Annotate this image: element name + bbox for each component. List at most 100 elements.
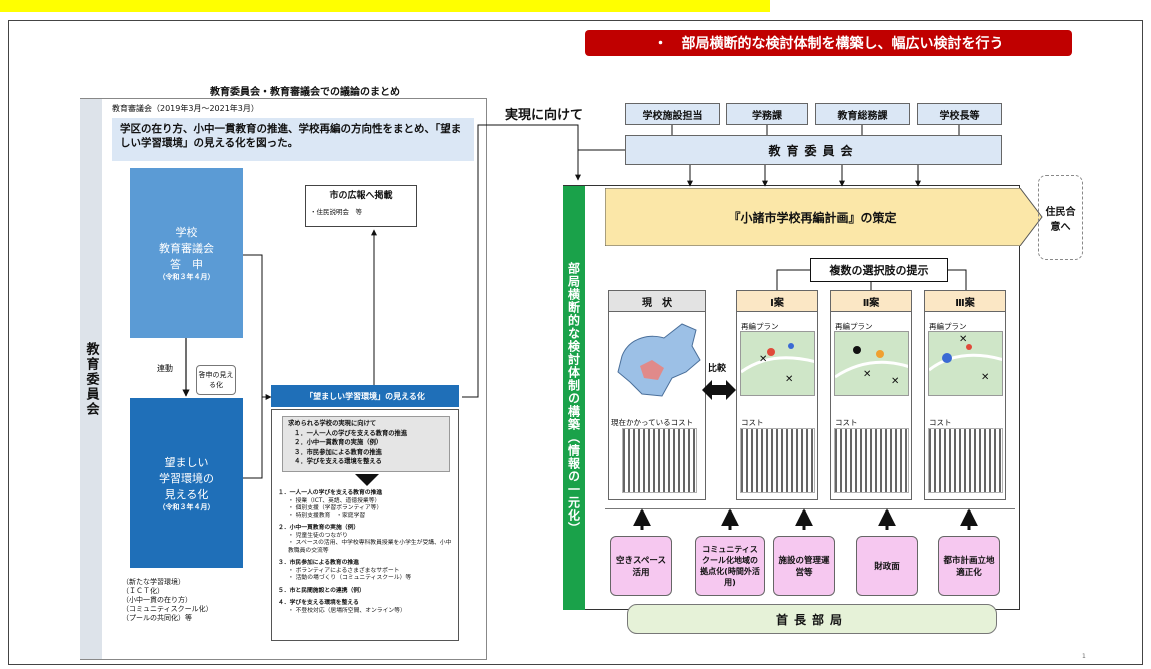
column-plan-2-label: Ⅱ案 <box>862 297 880 309</box>
red-header-banner: ・ 部局横断的な検討体制を構築し、幅広い検討を行う <box>585 30 1072 56</box>
detail-head: ４．学びを支える環境を整える <box>278 600 359 606</box>
bottom-note: （ＩＣＴ化） <box>122 587 164 595</box>
residents-box: 住民合意へ <box>1038 175 1083 260</box>
input-label: 都市計画立地適正化 <box>943 556 995 578</box>
down-triangle-icon <box>355 474 379 486</box>
compare-double-arrow-icon <box>702 380 736 400</box>
department-label: 学校施設担当 <box>642 110 703 122</box>
column-plan-3-label: Ⅲ案 <box>955 297 975 309</box>
report-line1: 学校 <box>175 226 198 239</box>
column-plan-1-label: Ⅰ案 <box>770 297 784 309</box>
department-label: 学務課 <box>752 110 782 122</box>
visual-panel-subtitle: 求められる学校の実現に向けて <box>288 420 377 427</box>
pr-box-item: ・住民説明会 等 <box>310 208 362 216</box>
detail-sub: ・ 不登校対応（居場所空間、オンライン等） <box>288 607 406 614</box>
detail-sub: ・ スペースの活用、中学校専科教員授業を小学生が受講、小中教職員の交流等 <box>288 540 452 554</box>
vision-box: 望ましい 学習環境の 見える化 （令和３年４月） <box>130 398 243 568</box>
plan-map-icon: ✕✕ <box>928 331 1003 396</box>
detail-sub: ・ 個別支援（学習ボランティア等） <box>288 505 383 511</box>
mayor-box: 首長部局 <box>627 604 997 634</box>
visual-panel-item: １．一人一人の学びを支える教育の推進 <box>294 429 408 437</box>
slide-frame <box>8 20 1143 665</box>
department-label: 教育総務課 <box>837 110 888 122</box>
plan-map-3-svg: ✕✕ <box>929 334 1002 383</box>
input-box: 財政面 <box>856 536 918 596</box>
page-number: 1 <box>1082 653 1086 660</box>
report-line2: 教育審議会 <box>159 242 214 255</box>
pr-box-title: 市の広報へ掲載 <box>329 191 393 201</box>
svg-text:✕: ✕ <box>959 334 967 345</box>
bottom-note: （新たな学習環境） <box>122 578 185 586</box>
visual-panel-body <box>271 409 459 641</box>
svg-text:✕: ✕ <box>759 354 767 365</box>
detail-sub: ・ ボランティアによるさまざまなサポート <box>288 567 400 574</box>
bottom-note: （小中一貫の在り方） <box>122 596 192 604</box>
green-vertical-bar: 部局横断的な検討体制の構築（情報の一元化） <box>563 186 585 610</box>
column-plan-3-header: Ⅲ案 <box>924 290 1006 312</box>
education-board-box: 教育委員会 <box>625 135 1002 165</box>
response-label: 答申の見える化 <box>198 371 234 389</box>
column-current-header: 現 状 <box>608 290 706 312</box>
bottom-notes: （新たな学習環境） （ＩＣＴ化） （小中一貫の在り方） （コミュニティスクール化… <box>122 578 213 623</box>
detail-head: ５．市と民間施設との連携（例） <box>278 587 365 594</box>
council-period: 教育審議会（2019年3月～2021年3月） <box>112 104 259 113</box>
toward-label: 実現に向けて <box>505 108 584 123</box>
vision-date: （令和３年４月） <box>158 503 215 511</box>
green-vertical-label: 部局横断的な検討体制の構築（情報の一元化） <box>566 261 581 535</box>
detail-head: １．一人一人の学びを支える教育の推進 <box>278 490 383 496</box>
input-label: 施設の管理運営等 <box>778 556 830 578</box>
left-title: 教育委員会・教育審議会での議論のまとめ <box>210 87 400 98</box>
svg-text:✕: ✕ <box>785 374 793 385</box>
response-label-box: 答申の見える化 <box>196 365 236 395</box>
cost-thumbnail <box>834 428 909 493</box>
detail-head: ３．市民参加による教育の推進 <box>278 560 359 566</box>
svg-text:✕: ✕ <box>863 369 871 380</box>
vision-line2: 学習環境の <box>159 472 214 485</box>
council-summary-text: 学区の在り方、小中一貫教育の推進、学校再編の方向性をまとめ、「望ましい学習環境」… <box>120 123 462 149</box>
bottom-note: （コミュニティスクール化） <box>122 605 213 613</box>
plan-map-label: 再編プラン <box>835 322 873 331</box>
svg-text:✕: ✕ <box>891 376 899 387</box>
plan-map-label: 再編プラン <box>741 322 779 331</box>
top-highlight-strip <box>0 0 770 12</box>
visual-panel-details: １．一人一人の学びを支える教育の推進 ・ 授業（ICT、英語、道徳授業等） ・ … <box>278 490 456 615</box>
visual-panel-item: ４．学びを支える環境を整える <box>294 458 382 465</box>
report-box: 学校 教育審議会 答 申 （令和３年４月） <box>130 168 243 338</box>
pr-box: 市の広報へ掲載 ・住民説明会 等 <box>305 185 417 227</box>
plan-map-label: 再編プラン <box>929 322 967 331</box>
input-label: 財政面 <box>874 562 900 572</box>
visual-panel-header-text: 「望ましい学習環境」の見える化 <box>305 391 425 401</box>
visual-panel-summary: 求められる学校の実現に向けて １．一人一人の学びを支える教育の推進 ２．小中一貫… <box>282 416 450 472</box>
plan-map-icon: ✕✕ <box>834 331 909 396</box>
current-cost-label: 現在かかっているコスト <box>611 418 694 427</box>
department-label: 学校長等 <box>939 110 980 122</box>
cost-thumbnail <box>928 428 1003 493</box>
input-box: コミュニティスクール化地域の拠点化(時間外活用) <box>695 536 765 596</box>
detail-sub: ・ 活動の場づくり（コミュニティスクール）等 <box>288 575 412 581</box>
input-box: 施設の管理運営等 <box>773 536 835 596</box>
vision-line1: 望ましい <box>164 456 209 469</box>
input-label: コミュニティスクール化地域の拠点化(時間外活用) <box>700 545 760 587</box>
input-box: 空きスペース活用 <box>610 536 672 596</box>
plan-arrow-shape <box>605 188 1043 246</box>
column-plan-2-header: Ⅱ案 <box>830 290 912 312</box>
education-board-label: 教育委員会 <box>768 143 859 158</box>
education-board-side-label: 教育委員会 <box>80 99 102 659</box>
mayor-label: 首長部局 <box>775 612 848 627</box>
department-box: 学務課 <box>726 103 808 125</box>
cost-label: コスト <box>929 418 952 427</box>
council-summary: 学区の在り方、小中一貫教育の推進、学校再編の方向性をまとめ、「望ましい学習環境」… <box>112 118 474 161</box>
report-date: （令和３年４月） <box>158 273 215 281</box>
bottom-note: （プールの共同化）等 <box>122 614 192 622</box>
detail-head: ２．小中一貫教育の実施（例） <box>278 525 360 531</box>
cost-thumbnail <box>622 428 697 493</box>
plan-map-2-svg: ✕✕ <box>835 346 908 387</box>
department-box: 学校長等 <box>917 103 1002 125</box>
compare-label: 比較 <box>708 364 727 374</box>
department-box: 教育総務課 <box>815 103 910 125</box>
visual-panel-header: 「望ましい学習環境」の見える化 <box>271 385 459 407</box>
red-header-text: ・ 部局横断的な検討体制を構築し、幅広い検討を行う <box>653 36 1004 52</box>
column-plan-1-header: Ⅰ案 <box>736 290 818 312</box>
